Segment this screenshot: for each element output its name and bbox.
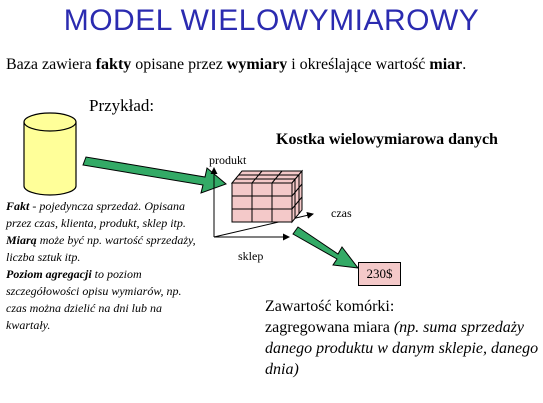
axis-czas (213, 211, 314, 238)
term-miara: Miarą (6, 233, 37, 247)
axis-label-sklep: sklep (238, 249, 264, 263)
term-poziom-agregacji: Poziom agregacji (6, 267, 92, 281)
subtitle-part: opisane przez (131, 56, 227, 73)
definition-poziom-agregacji: to poziom szczegółowości opisu wymiarów,… (6, 267, 182, 332)
definition-miara: może być np. wartość sprzedaży, liczba s… (6, 233, 196, 264)
database-icon (23, 112, 77, 196)
cell-description-example: (np. suma sprzedaży danego produktu w da… (265, 319, 539, 378)
example-label: Przykład: (89, 96, 155, 115)
subtitle-part: i określające wartość (287, 56, 430, 73)
description-block: Fakt - pojedyncza sprzedaż. Opisana prze… (6, 198, 202, 334)
subtitle-term-miar: miar (429, 56, 463, 73)
cell-value-box: 230$ (358, 262, 401, 286)
arrow-cube-to-cell (292, 226, 360, 269)
subtitle: Baza zawiera fakty opisane przez wymiary… (6, 56, 541, 74)
subtitle-term-fakty: fakty (95, 56, 132, 73)
cell-description: Zawartość komórki: zagregowana miara (np.… (265, 296, 541, 380)
page-title: MODEL WIELOWYMIAROWY (63, 4, 480, 37)
subtitle-part: Baza zawiera (6, 56, 96, 73)
arrow-database-to-cube (82, 156, 227, 194)
axis-label-produkt: produkt (209, 153, 247, 167)
term-fakt: Fakt (6, 199, 30, 213)
data-cube (230, 169, 304, 224)
subtitle-term-wymiary: wymiary (226, 56, 288, 73)
axis-label-czas: czas (331, 206, 352, 220)
cell-description-main: zagregowana miara (265, 319, 394, 336)
cell-description-heading: Zawartość komórki: (265, 298, 395, 315)
cube-title: Kostka wielowymiarowa danych (276, 131, 498, 148)
subtitle-part: . (462, 56, 467, 73)
definition-fakt: - pojedyncza sprzedaż. Opisana przez cza… (6, 199, 186, 230)
